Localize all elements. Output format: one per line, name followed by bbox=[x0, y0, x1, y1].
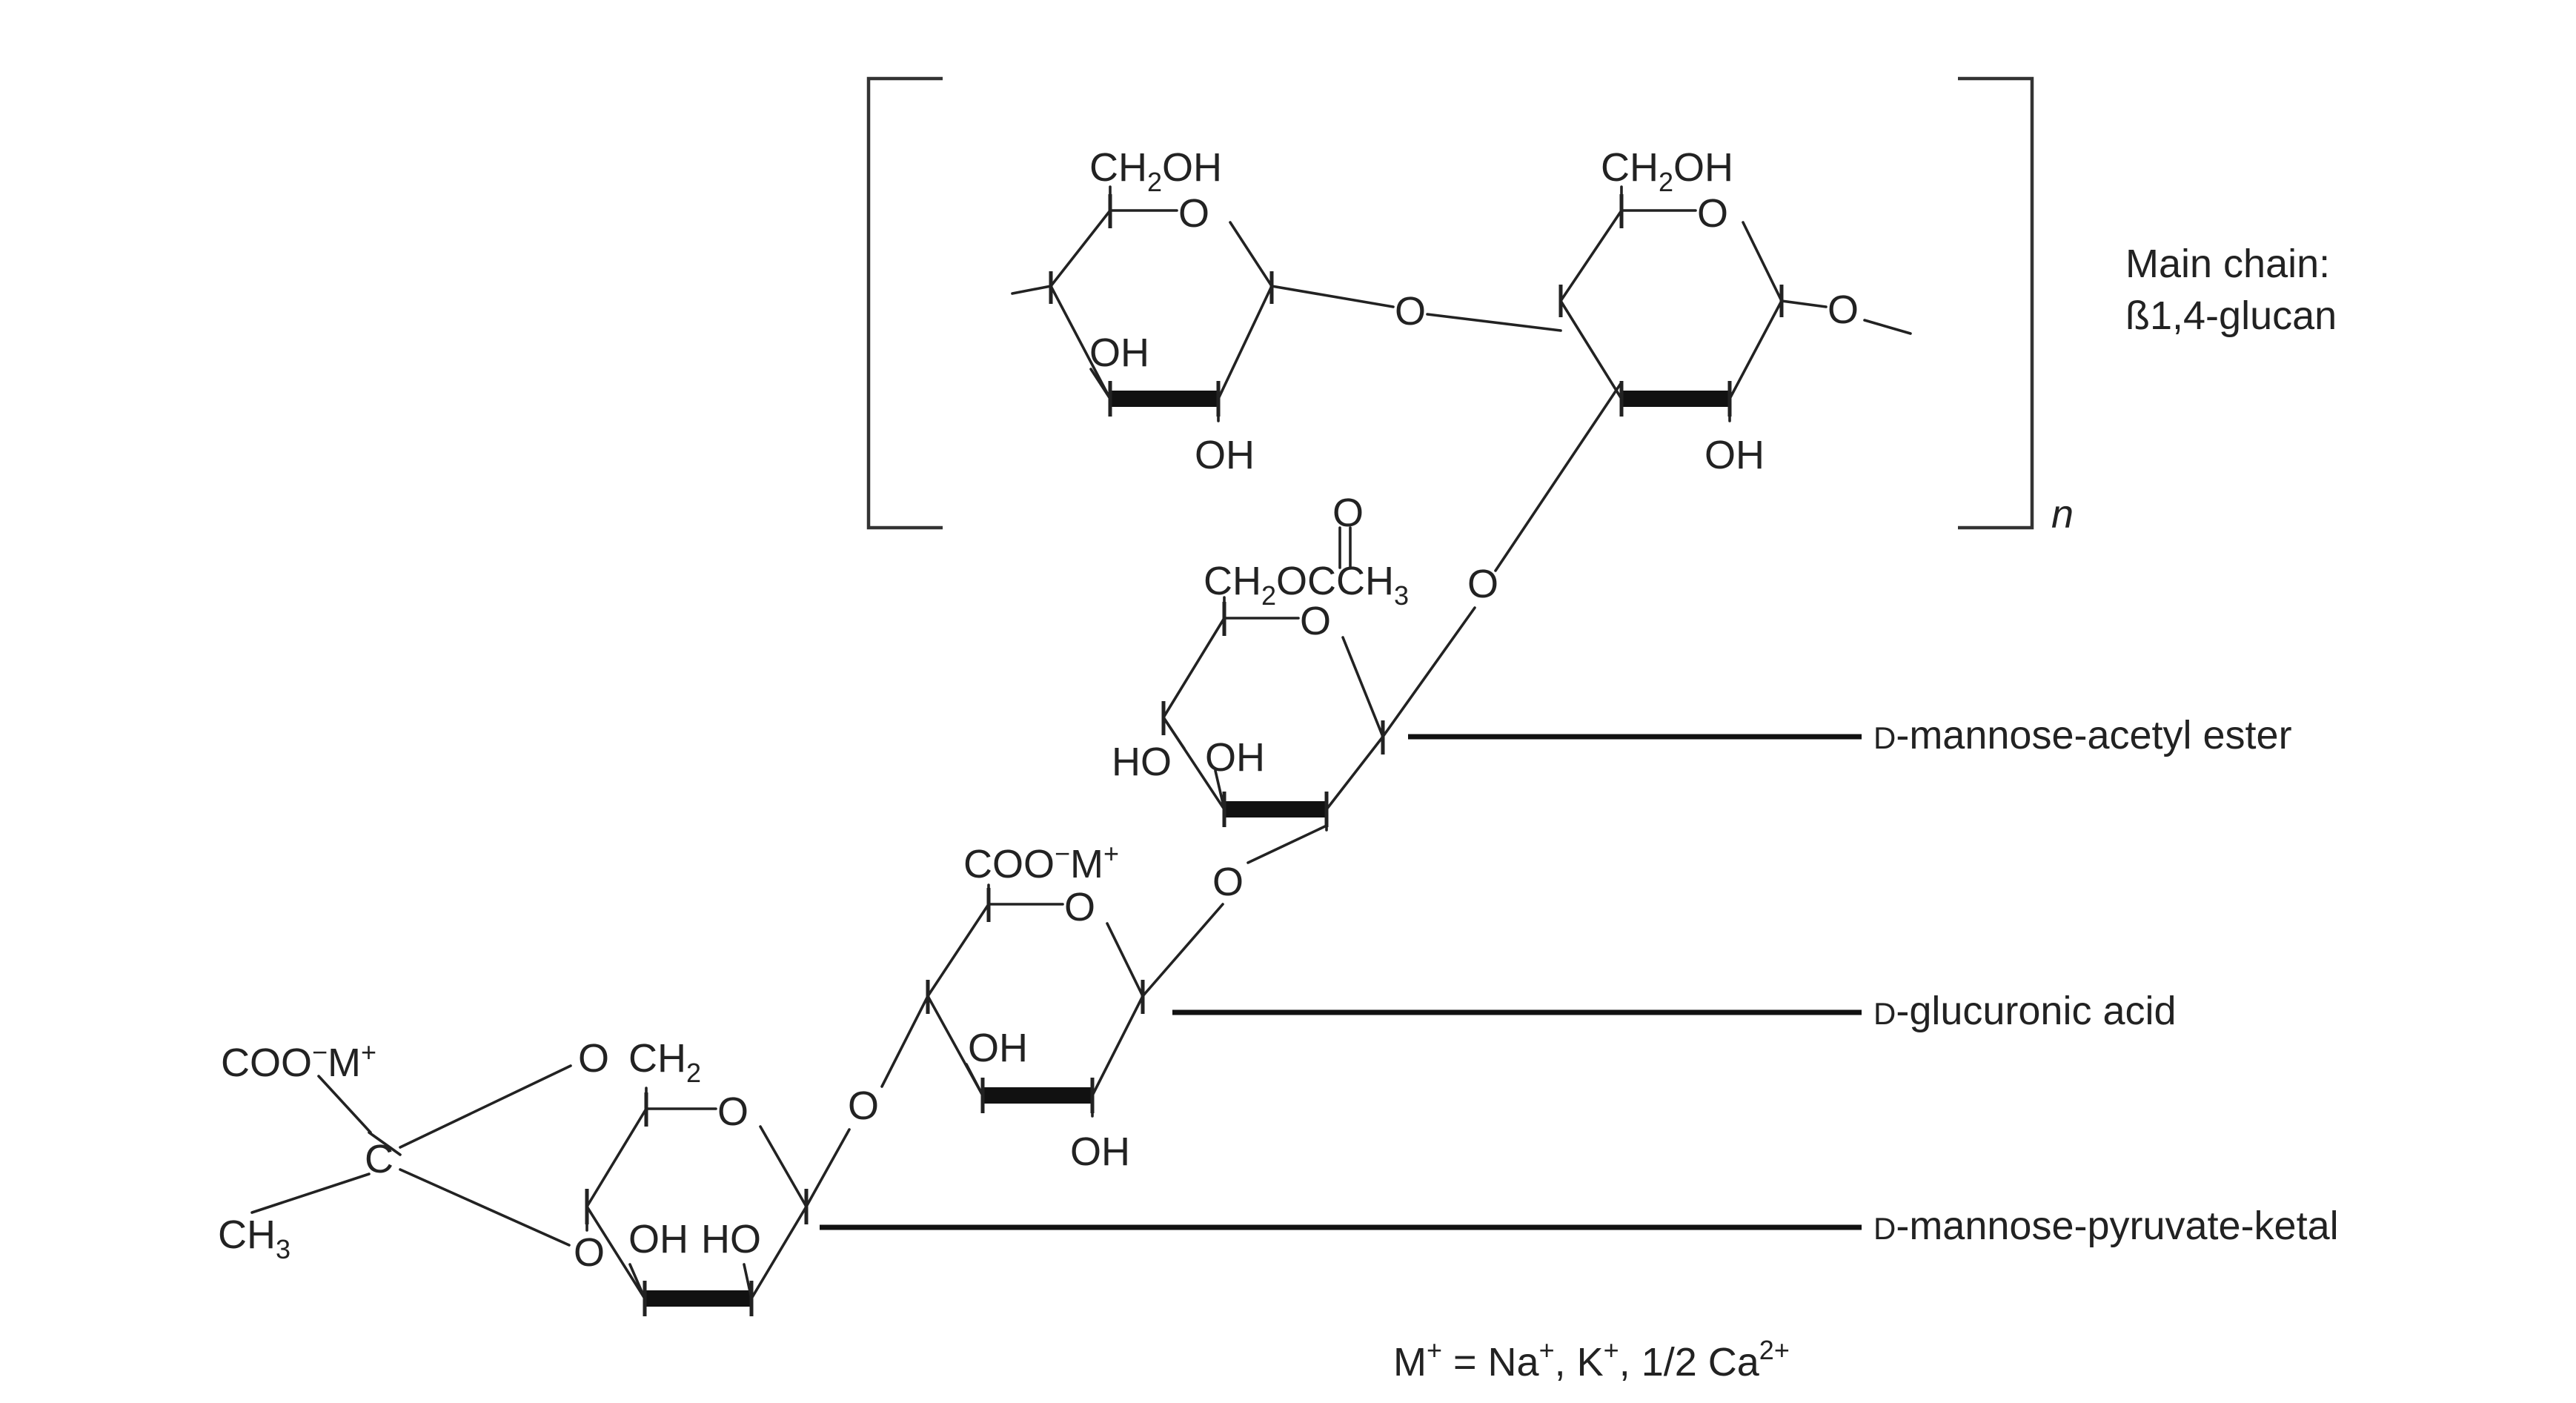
pyruvate-methyl: CH3 bbox=[218, 1213, 291, 1264]
main-chain-label-line1: Main chain: bbox=[2125, 242, 2330, 286]
glucose-2-ring-oxygen: O bbox=[1697, 191, 1728, 236]
bond-c-carboxylate bbox=[368, 1131, 402, 1156]
counterion-note: M+ = Na+, K+, 1/2 Ca2+ bbox=[1393, 1335, 1790, 1384]
mannose-acetyl-ring-oxygen: O bbox=[1300, 599, 1331, 643]
linkage-oxygen-3: O bbox=[1212, 860, 1244, 904]
label-mannose-acetyl-ester: D-mannose-acetyl ester bbox=[1873, 713, 2292, 757]
bond-link-glucuronic bbox=[1141, 903, 1224, 998]
glucose-1-oh-a: OH bbox=[1089, 331, 1149, 375]
glucose-2-ch2oh: CH2OH bbox=[1601, 145, 1733, 197]
mannose-acetyl-ho: HO bbox=[1112, 740, 1172, 784]
mannose-pyruvate-ho: HO bbox=[701, 1217, 761, 1261]
glucose-2-oh: OH bbox=[1704, 433, 1765, 477]
mannose-acetyl-substituent: CH2OCCH3 bbox=[1204, 559, 1409, 611]
glucuronic-oh-b: OH bbox=[1070, 1130, 1130, 1174]
mannose-pyruvate-ch2: CH2 bbox=[628, 1036, 701, 1088]
mannose-pyruvate-ring bbox=[585, 1087, 809, 1316]
bond-carboxylate-c bbox=[317, 1075, 372, 1134]
right-bracket bbox=[1958, 76, 2034, 530]
pyruvate-carboxylate: COO−M+ bbox=[221, 1037, 376, 1085]
mannose-acetyl-ring bbox=[1161, 526, 1385, 832]
mannose-pyruvate-oh: OH bbox=[628, 1217, 688, 1261]
glucose-2-chain-oxygen: O bbox=[1828, 288, 1859, 332]
pyruvate-ring-oxygen-top: O bbox=[578, 1036, 609, 1081]
linkage-oxygen-4: O bbox=[848, 1084, 879, 1128]
bond-link-pyruvate bbox=[805, 1128, 851, 1208]
acetyl-carbonyl-oxygen: O bbox=[1332, 491, 1364, 535]
linkage-oxygen-2: O bbox=[1467, 562, 1498, 606]
glucuronic-ring-oxygen: O bbox=[1064, 885, 1095, 929]
pyruvate-carbon: C bbox=[365, 1137, 394, 1181]
mannose-pyruvate-ring-oxygen: O bbox=[717, 1089, 748, 1134]
bond-g1-link bbox=[1270, 285, 1395, 308]
bond-mannose-link bbox=[1246, 824, 1328, 864]
label-glucuronic-acid: D-glucuronic acid bbox=[1873, 989, 2177, 1033]
glucose-ring-2 bbox=[1558, 185, 1912, 422]
glucose-1-oh-b: OH bbox=[1195, 433, 1255, 477]
glucuronic-ring bbox=[926, 883, 1145, 1118]
bond-c-methyl bbox=[250, 1173, 371, 1214]
pyruvate-ring-oxygen-bottom: O bbox=[574, 1230, 605, 1275]
bond-c-o-bottom bbox=[399, 1168, 571, 1247]
bond-sidechain-mannose bbox=[1381, 606, 1476, 738]
bond-g2-sidechain bbox=[1494, 381, 1623, 572]
mannose-acetyl-oh: OH bbox=[1205, 735, 1265, 780]
bond-c-o-top bbox=[399, 1064, 572, 1149]
glucuronic-oh-a: OH bbox=[968, 1026, 1028, 1070]
glucose-1-ch2oh: CH2OH bbox=[1089, 145, 1222, 197]
repeat-subscript: n bbox=[2051, 492, 2074, 537]
bond-link-g2 bbox=[1426, 313, 1562, 332]
bond-glucuronic-link bbox=[880, 995, 929, 1088]
glucose-1-ring-oxygen: O bbox=[1178, 191, 1209, 236]
label-mannose-pyruvate-ketal: D-mannose-pyruvate-ketal bbox=[1873, 1204, 2339, 1248]
linkage-oxygen-1: O bbox=[1395, 289, 1426, 334]
glucose-ring-1 bbox=[1011, 185, 1274, 422]
left-bracket bbox=[866, 76, 943, 530]
glucuronic-carboxylate: COO−M+ bbox=[963, 838, 1119, 886]
main-chain-label-line2: ß1,4-glucan bbox=[2125, 293, 2337, 338]
